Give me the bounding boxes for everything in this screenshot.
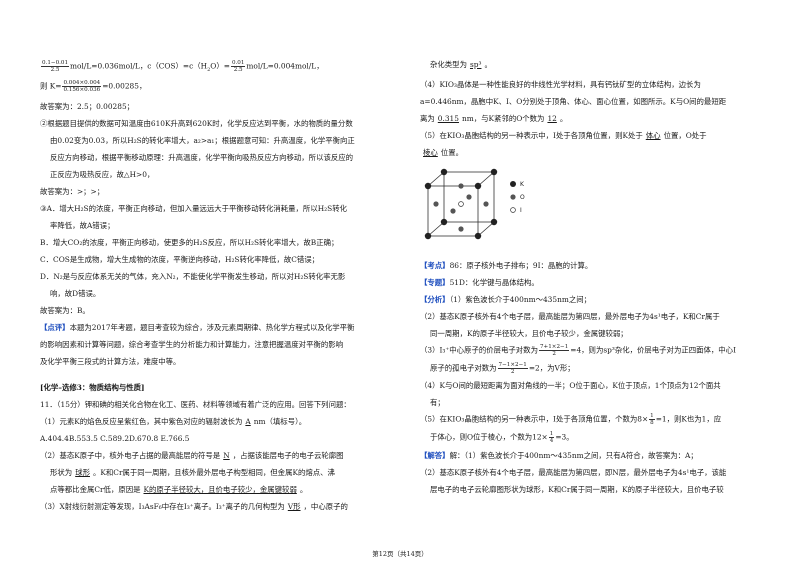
text-line: B．增大CO₂的浓度，平衡正向移动，使更多的H₂S反应，所以H₂S转化率增大，故… bbox=[40, 238, 339, 247]
answer-blank: A bbox=[245, 417, 251, 426]
kio3-unit-cell-diagram: K O I bbox=[424, 168, 525, 240]
answer-blank: N bbox=[223, 451, 230, 460]
answer-blank: sp³ bbox=[469, 60, 482, 69]
solution-line: （2）基态K原子核外有4个电子层，最高能层为第四层，即N层，最外层电子为4s¹电… bbox=[420, 468, 727, 477]
k-atom bbox=[490, 218, 498, 226]
solution-line: 【解答】解：（1）紫色波长介于400nm～435nm之间，只有A符合，故答案为：… bbox=[420, 451, 698, 460]
text-line: 率降低，故A错误； bbox=[50, 221, 115, 230]
answer-blank: 球形 bbox=[75, 468, 90, 477]
question-line: 11．（15分）钾和碘的相关化合物在化工、医药、材料等领域有着广泛的应用。回答下… bbox=[40, 400, 351, 409]
text-line: 正反应为吸热反应，故△H>0， bbox=[50, 170, 155, 179]
k-atom bbox=[424, 232, 432, 240]
fenxi-tag: 【分析】 bbox=[420, 295, 450, 304]
k-atom bbox=[440, 168, 448, 176]
legend-i-swatch bbox=[510, 207, 516, 213]
answer-blank: V形 bbox=[287, 502, 301, 511]
question-line: （5）在KIO₃晶胞结构的另一种表示中，I处于各顶角位置，则K处于体心位置，O处… bbox=[420, 131, 707, 140]
comment-tag: 【点评】 bbox=[40, 323, 70, 332]
text-line: 由0.02变为0.03，所以H₂S的转化率增大，a₂>a₁；根据题意可知：升高温… bbox=[50, 136, 355, 145]
analysis-line: 【专题】51D：化学键与晶体结构。 bbox=[420, 278, 539, 287]
analysis-line: 【分析】（1）紫色波长介于400nm～435nm之间； bbox=[420, 295, 592, 304]
o-atom bbox=[458, 183, 464, 189]
options-line: A.404.4B.553.5 C.589.2D.670.8 E.766.5 bbox=[40, 434, 190, 443]
i-atom bbox=[458, 201, 464, 207]
cube-back-face bbox=[443, 171, 495, 223]
jieda-tag: 【解答】 bbox=[420, 451, 450, 460]
k-atom bbox=[424, 182, 432, 190]
legend-o-label: O bbox=[520, 194, 525, 201]
question-line: 棱心位置。 bbox=[420, 148, 463, 159]
zhuanti-tag: 【专题】 bbox=[420, 278, 450, 287]
section-heading: [化学–选修3：物质结构与性质] bbox=[40, 383, 145, 392]
analysis-line: （4）K与O间的最短距离为面对角线的一半；O位于面心，K位于顶点，1个顶点为12… bbox=[420, 381, 721, 390]
analysis-line: 有； bbox=[430, 398, 445, 407]
answer-blank: 12 bbox=[547, 114, 557, 123]
text-line: 故答案为：B。 bbox=[40, 306, 90, 315]
o-atom bbox=[466, 194, 472, 200]
k-atom bbox=[440, 218, 448, 226]
text-line: 的影响因素和计算等问题，综合考查学生的分析能力和计算能力，注意把握温度对平衡的影… bbox=[40, 340, 344, 349]
text-line: 故答案为：>；>； bbox=[40, 187, 105, 196]
text-line: 故答案为：2.5；0.00285； bbox=[40, 102, 135, 111]
o-atom bbox=[458, 226, 464, 232]
k-atom bbox=[490, 168, 498, 176]
analysis-line: 同一周期，K的原子半径较大，且价电子较少，金属键较弱； bbox=[430, 329, 628, 338]
kaodian-tag: 【考点】 bbox=[420, 261, 450, 270]
answer-blank: 体心 bbox=[645, 131, 661, 140]
comment-line: 【点评】本题为2017年考题，题目考查较为综合，涉及元素周期律、热化学方程式以及… bbox=[40, 323, 355, 332]
text-line: 及化学平衡三段式的计算方法，难度中等。 bbox=[40, 357, 181, 366]
analysis-line: 【考点】86：原子核外电子排布；9I：晶胞的计算。 bbox=[420, 261, 593, 270]
cube-front-face bbox=[427, 185, 479, 237]
text-line: 响，故D错误。 bbox=[50, 289, 101, 298]
answer-blank: 0.315 bbox=[437, 114, 459, 123]
k-atom bbox=[474, 182, 482, 190]
text-line: C．COS是生成物，增大生成物的浓度，平衡逆向移动，H₂S转化率降低，故C错误； bbox=[40, 255, 320, 264]
text-line: ②根据题目提供的数据可知温度由610K升高到620K时，化学反应达到平衡，水的物… bbox=[40, 119, 353, 128]
question-line: （3）X射线衍射测定等发现，I₃AsF₆中存在I₃⁺离子。I₃⁺离子的几何构型为… bbox=[40, 502, 348, 511]
question-line: 形状为球形。K和Cr属于同一周期，且核外最外层电子构型相同，但金属K的熔点、沸 bbox=[50, 468, 335, 477]
page-footer: 第12页（共14页） bbox=[372, 550, 428, 558]
o-atom bbox=[433, 201, 439, 207]
o-atom bbox=[450, 208, 456, 214]
question-line: a=0.446nm，晶胞中K、I、O分别处于顶角、体心、面心位置，如图所示。K与… bbox=[420, 97, 727, 106]
text-line: D．N₂是与反应体系无关的气体，充入N₂，不能使化学平衡发生移动，所以对H₂S转… bbox=[40, 272, 346, 281]
legend-o-swatch bbox=[510, 194, 516, 200]
question-line: （4）KIO₃晶体是一种性能良好的非线性光学材料，具有钙钛矿型的立体结构，边长为 bbox=[420, 80, 701, 89]
analysis-line: （2）基态K原子核外有4个电子层，最高能层为第四层，最外层电子为4s¹电子，K和… bbox=[420, 312, 720, 321]
legend-i-label: I bbox=[520, 207, 522, 214]
legend-k-swatch bbox=[510, 181, 516, 187]
answer-blank: 棱心 bbox=[423, 148, 438, 157]
text-line: 反应方向移动，根据平衡移动原理：升高温度，化学平衡向吸热反应方向移动，所以该反应… bbox=[50, 153, 354, 162]
legend-k-label: K bbox=[520, 181, 525, 188]
k-atom bbox=[474, 232, 482, 240]
answer-blank: K的原子半径较大，且价电子较少，金属键较弱 bbox=[143, 485, 297, 494]
o-atom bbox=[483, 201, 489, 207]
text-line: ③A．增大H₂S的浓度，平衡正向移动，但加入量远远大于平衡移动转化消耗量，所以H… bbox=[40, 204, 347, 213]
solution-line: 层电子的电子云轮廓图形状为球形，K和Cr属于同一周期，K的原子半径较大，且价电子… bbox=[430, 485, 724, 494]
